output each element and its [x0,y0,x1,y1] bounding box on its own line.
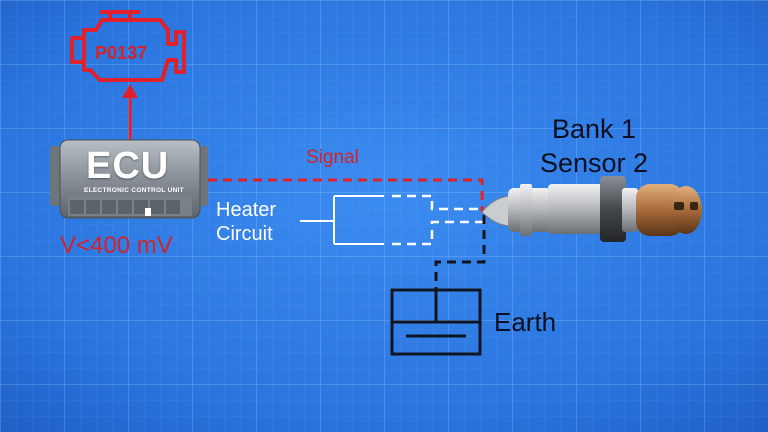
ecu-module-icon [50,139,208,219]
signal-label: Signal [306,147,359,168]
ground-symbol-icon [390,288,482,356]
check-engine-icon [70,10,186,82]
sensor-position-label: Bank 1 Sensor 2 [540,114,649,178]
fault-arrow [122,84,138,142]
ecu-subtitle: ELECTRONIC CONTROL UNIT [84,187,184,194]
earth-label: Earth [494,307,557,337]
fault-code-label: P0137 [95,43,148,63]
ecu-title: ECU [86,145,170,187]
voltage-readout: V<400 mV [60,232,173,259]
heater-circuit-label: Heater Circuit [216,199,277,245]
signal-wire [208,178,484,212]
ground-wire [434,215,486,292]
heater-circuit-wires [300,194,484,246]
oxygen-sensor-icon [481,176,702,242]
